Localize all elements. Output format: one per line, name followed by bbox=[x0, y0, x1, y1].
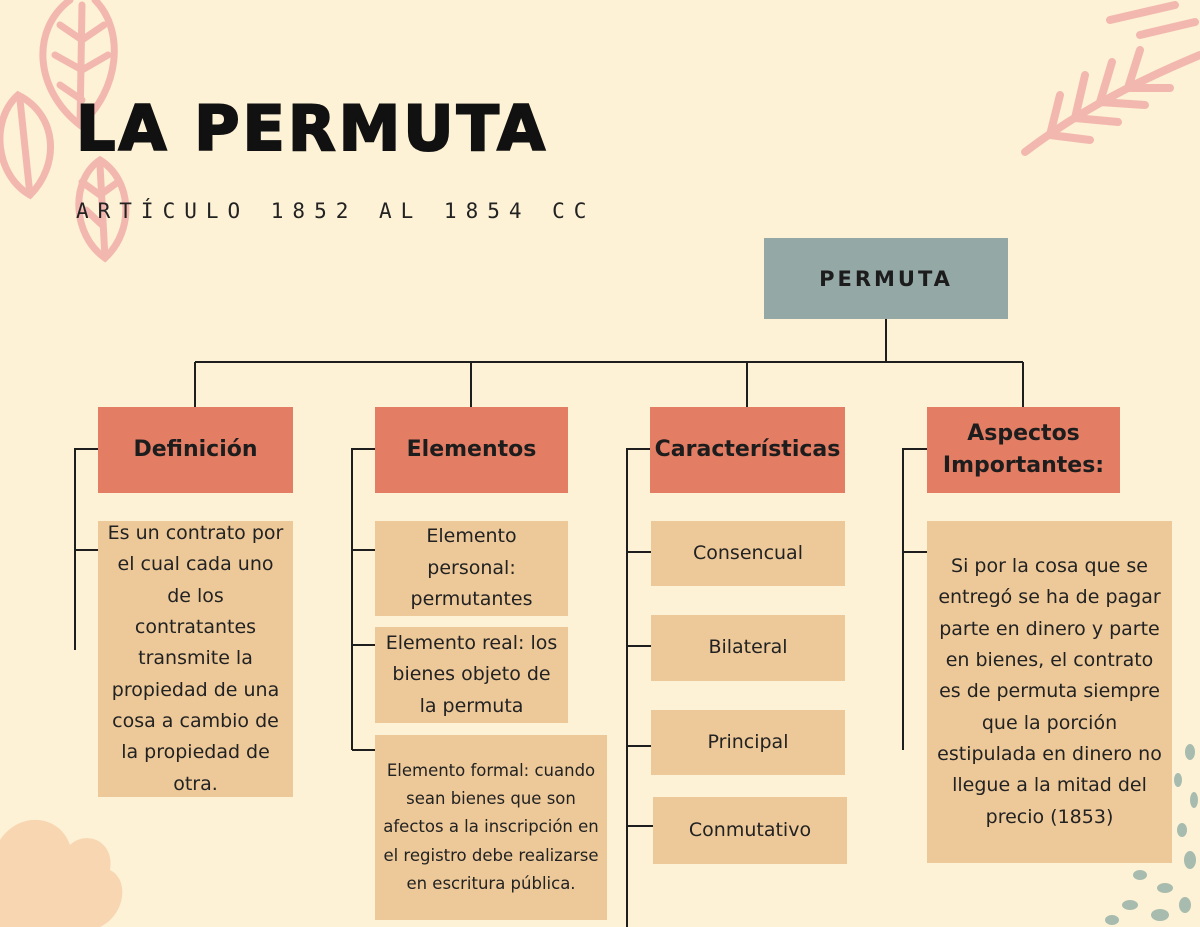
content-elemento-real: Elemento real: los bienes objeto de la p… bbox=[375, 627, 568, 723]
bracket-elementos bbox=[351, 448, 376, 751]
bracket-caracteristicas bbox=[626, 448, 653, 927]
content-aspectos-importantes: Si por la cosa que se entregó se ha de p… bbox=[927, 521, 1172, 863]
bracket-aspectos bbox=[902, 448, 927, 750]
content-principal: Principal bbox=[651, 710, 845, 775]
header-caracteristicas: Características bbox=[650, 407, 845, 493]
root-connector bbox=[195, 319, 1023, 363]
root-node: PERMUTA bbox=[764, 238, 1008, 319]
page-title: LA PERMUTA bbox=[75, 92, 549, 165]
header-aspectos-importantes: Aspectos Importantes: bbox=[927, 407, 1120, 493]
header-definicion: Definición bbox=[98, 407, 293, 493]
content-elemento-personal: Elemento personal: permutantes bbox=[375, 521, 568, 616]
content-elemento-formal: Elemento formal: cuando sean bienes que … bbox=[375, 735, 607, 920]
content-definicion: Es un contrato por el cual cada uno de l… bbox=[98, 521, 293, 797]
content-conmutativo: Conmutativo bbox=[653, 797, 847, 864]
content-consencual: Consencual bbox=[651, 521, 845, 586]
content-bilateral: Bilateral bbox=[651, 615, 845, 681]
header-elementos: Elementos bbox=[375, 407, 568, 493]
bracket-definicion bbox=[74, 448, 100, 650]
page-subtitle: ARTÍCULO 1852 AL 1854 CC bbox=[76, 199, 596, 223]
